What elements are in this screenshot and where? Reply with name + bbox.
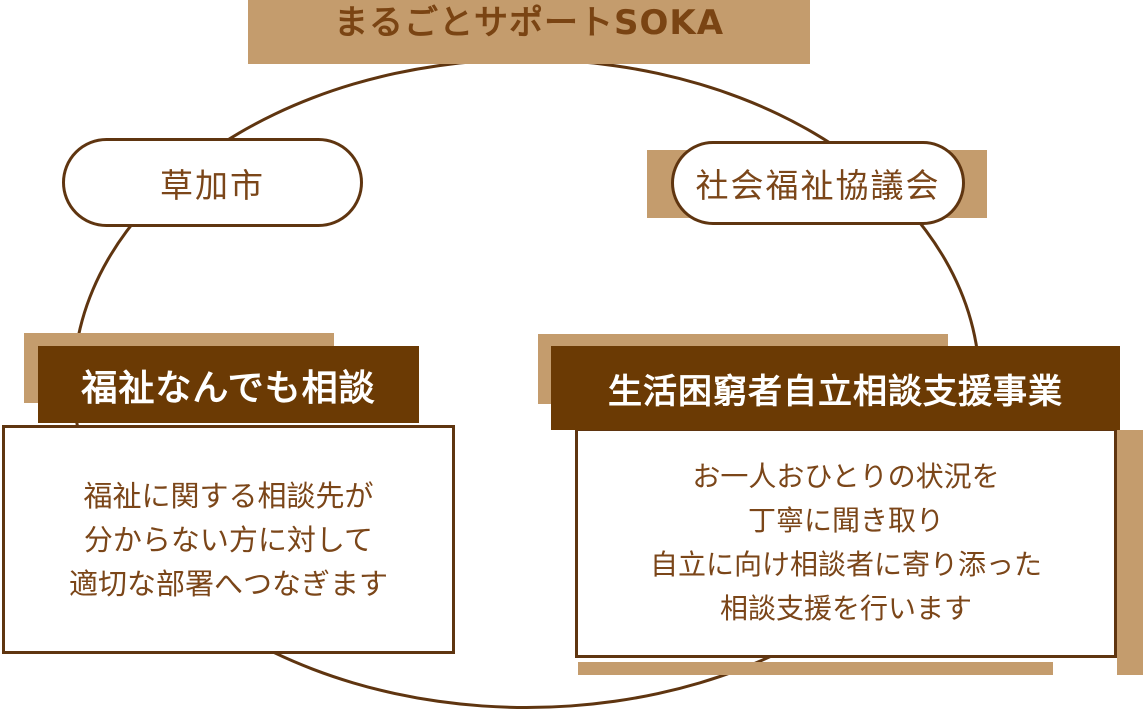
right-box-edge-shadow [1117,430,1143,675]
body-line: 適切な部署へつなぎます [68,566,388,601]
page-title: まるごとサポートSOKA [333,3,725,43]
welfare-consultation-title: 福祉なんでも相談 [81,367,376,409]
body-line: 分からない方に対して [83,522,374,557]
body-line: 相談支援を行います [719,592,972,625]
body-line: 自立に向け相談者に寄り添った [649,548,1042,581]
right-box-bottom-shadow [578,662,1053,675]
body-line: 丁寧に聞き取り [747,504,944,537]
self-reliance-support-title: 生活困窮者自立相談支援事業 [608,371,1063,412]
actor-label-soka-city: 草加市 [160,165,265,205]
title-banner: まるごとサポートSOKA [248,0,810,64]
welfare-consultation-body: 福祉に関する相談先が 分からない方に対して 適切な部署へつなぎます [2,425,455,654]
body-line: お一人おひとりの状況を [692,460,1000,493]
welfare-consultation-header: 福祉なんでも相談 [38,346,419,423]
actor-label-welfare-council: 社会福祉協議会 [695,166,941,205]
actor-pill-welfare-council: 社会福祉協議会 [671,141,965,225]
self-reliance-support-header: 生活困窮者自立相談支援事業 [551,346,1120,430]
actor-pill-soka-city: 草加市 [62,138,363,227]
body-line: 福祉に関する相談先が [83,478,374,513]
self-reliance-support-body: お一人おひとりの状況を 丁寧に聞き取り 自立に向け相談者に寄り添った 相談支援を… [575,428,1117,658]
